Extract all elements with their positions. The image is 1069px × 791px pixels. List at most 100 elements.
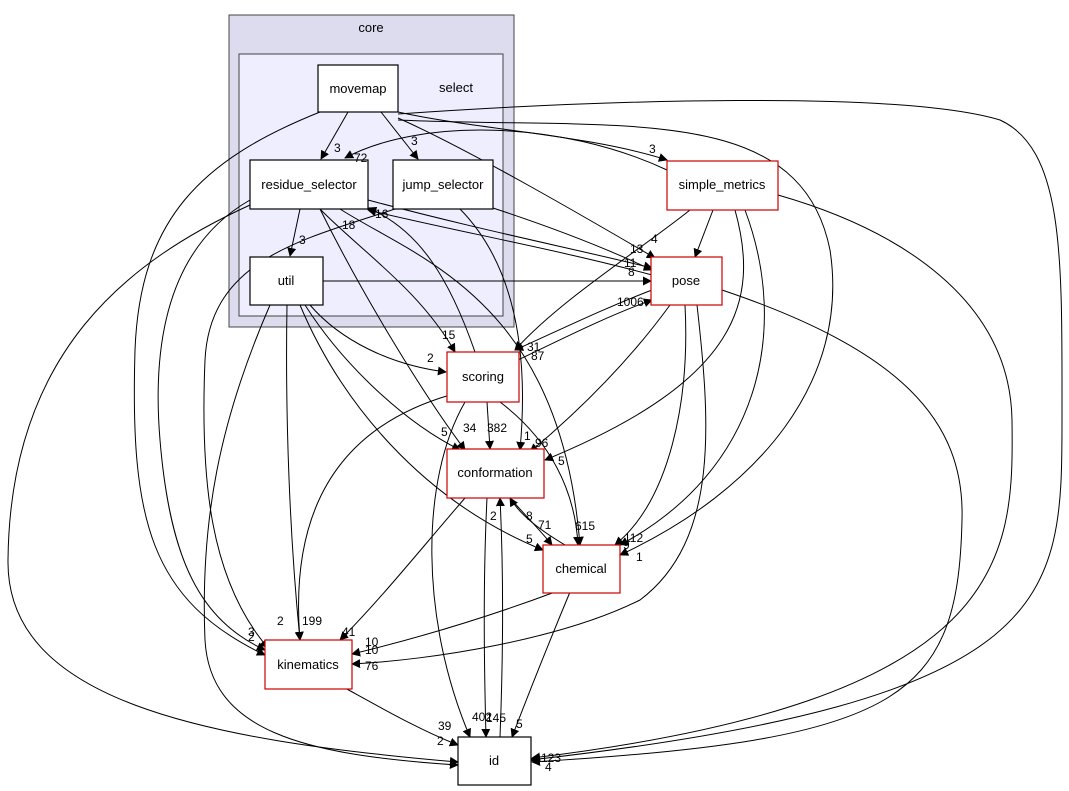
node-scoring-label: scoring (462, 369, 504, 384)
edge-label: 2 (248, 630, 255, 644)
edge-label: 10 (365, 643, 379, 657)
edge-pose-kinematics (351, 304, 707, 669)
edge-util-id (203, 304, 459, 769)
cluster-select-label: select (439, 80, 473, 95)
edge-label: 10 (365, 635, 379, 649)
edge-label: 5 (441, 425, 448, 439)
edge-conformation-id (481, 497, 491, 738)
edge-simple-metrics-scoring (514, 209, 691, 351)
edge-label: 1 (524, 429, 531, 443)
node-simple-metrics-label: simple_metrics (679, 177, 766, 192)
node-chemical-label: chemical (555, 561, 606, 576)
edge-label: 5 (558, 454, 565, 468)
edge-residue-selector-id (7, 204, 459, 766)
edge-kinematics-id (344, 687, 459, 747)
edge-label: 39 (438, 719, 452, 733)
node-pose[interactable]: pose (650, 256, 723, 306)
edge-label: 402 (472, 710, 492, 724)
node-residue-selector[interactable]: residue_selector (249, 159, 369, 210)
edge-label: 18 (342, 218, 356, 232)
node-id-box[interactable] (457, 736, 532, 786)
node-residue-selector-label: residue_selector (261, 177, 357, 192)
edge-residue-selector-conformation (319, 208, 466, 451)
edge-label: 1006 (617, 295, 644, 309)
edge-chemical-kinematics (351, 591, 556, 657)
node-id-label: id (489, 753, 499, 768)
node-pose-box[interactable] (650, 256, 723, 306)
node-id[interactable]: id (457, 736, 532, 786)
node-movemap[interactable]: movemap (317, 64, 399, 113)
edge-util-scoring (309, 304, 447, 376)
node-jump-selector-label: jump_selector (402, 177, 485, 192)
edge-label: 31 (527, 340, 541, 354)
edge-chemical-conformation (509, 497, 566, 546)
edge-label: 3 (248, 625, 255, 639)
edge-simple-metrics-conformation (544, 209, 745, 462)
edge-movemap-chemical (397, 119, 834, 556)
edge-label: 76 (365, 659, 379, 673)
edge-label: 145 (486, 711, 506, 725)
edge-label: 72 (354, 151, 368, 165)
node-chemical[interactable]: chemical (542, 544, 621, 594)
edge-label: 3 (334, 141, 341, 155)
node-kinematics-label: kinematics (277, 657, 339, 672)
edge-residue-selector-util (287, 208, 301, 257)
node-scoring-box[interactable] (446, 351, 520, 403)
edge-label: 615 (575, 519, 595, 533)
edge-jump-selector-kinematics (203, 208, 396, 649)
edge-movemap-kinematics (133, 111, 321, 656)
edge-label: 3 (299, 233, 306, 247)
node-residue-selector-box[interactable] (249, 159, 369, 210)
node-movemap-box[interactable] (317, 64, 399, 113)
edge-pose-id (531, 289, 963, 767)
node-kinematics[interactable]: kinematics (264, 639, 353, 690)
node-chemical-box[interactable] (542, 544, 621, 594)
node-simple-metrics-box[interactable] (666, 160, 779, 211)
edge-label: 382 (487, 421, 507, 435)
edge-label: 15 (442, 328, 456, 342)
edge-scoring-conformation (484, 401, 494, 450)
edge-scoring-residue-selector (367, 207, 476, 353)
edge-label: 41 (342, 625, 356, 639)
edge-label: 13 (630, 242, 644, 256)
node-util[interactable]: util (249, 256, 324, 306)
edge-movemap-residue-selector (320, 111, 349, 160)
edge-chemical-id (510, 591, 571, 738)
edge-label: 11 (624, 256, 637, 270)
edge-label: 4 (651, 232, 658, 246)
edge-label: 1 (636, 550, 643, 564)
edge-util-conformation (304, 304, 461, 451)
node-jump-selector[interactable]: jump_selector (392, 159, 494, 210)
edge-simple-metrics-id (531, 194, 1013, 762)
edge-scoring-pose (517, 298, 653, 361)
edge-util-kinematics (286, 304, 304, 641)
node-jump-selector-box[interactable] (392, 159, 494, 210)
edge-label: 123 (541, 751, 561, 765)
edge-label: 4 (545, 760, 552, 774)
node-conformation-box[interactable] (446, 448, 545, 499)
edge-simple-metrics-pose (693, 209, 714, 258)
edge-label: 96 (535, 436, 549, 450)
edge-label: 5 (526, 532, 533, 546)
edge-residue-selector-pose (367, 199, 653, 271)
edge-pose-scoring (514, 289, 653, 351)
edge-label: 112 (624, 531, 643, 545)
node-util-box[interactable] (249, 256, 324, 306)
edge-label: 5 (516, 717, 523, 731)
edge-label: 3 (649, 142, 656, 156)
edge-label: 34 (463, 421, 477, 435)
node-conformation[interactable]: conformation (446, 448, 545, 499)
edge-util-chemical (299, 304, 544, 552)
edge-jump-selector-conformation (459, 208, 526, 451)
edge-label: 2 (277, 614, 284, 628)
edge-pose-residue-selector (367, 207, 653, 276)
edge-label: 71 (538, 518, 552, 532)
node-simple-metrics[interactable]: simple_metrics (666, 160, 779, 211)
edges (7, 99, 1063, 769)
node-kinematics-box[interactable] (264, 639, 353, 690)
node-movemap-label: movemap (329, 81, 386, 96)
node-scoring[interactable]: scoring (446, 351, 520, 403)
edge-label: 2 (427, 351, 434, 365)
nodes: movemap residue_selector jump_selector u… (249, 64, 779, 786)
edge-label: 16 (375, 207, 389, 221)
